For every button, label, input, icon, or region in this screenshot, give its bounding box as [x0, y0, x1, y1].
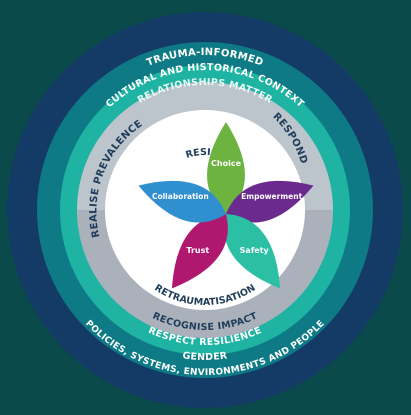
petal-empowerment-label: Empowerment — [241, 192, 302, 201]
petal-collaboration: Collaboration — [138, 180, 226, 223]
flower: Choice Empowerment Safety Trust Collabor… — [138, 122, 314, 289]
petal-collaboration-shape — [138, 180, 226, 223]
petal-trust-shape — [171, 214, 228, 289]
ring-second-bottom-label: GENDER — [182, 350, 229, 363]
petal-trust: Trust — [171, 214, 228, 289]
petal-safety-label: Safety — [240, 246, 270, 255]
petal-choice: Choice — [207, 122, 245, 214]
petal-choice-shape — [207, 122, 245, 214]
petal-empowerment: Empowerment — [226, 180, 314, 223]
petal-safety-shape — [224, 214, 281, 289]
petal-safety: Safety — [224, 214, 281, 289]
petal-choice-label: Choice — [211, 159, 242, 168]
petal-collaboration-label: Collaboration — [152, 192, 209, 201]
petal-trust-label: Trust — [186, 246, 209, 255]
petal-empowerment-shape — [226, 180, 314, 223]
